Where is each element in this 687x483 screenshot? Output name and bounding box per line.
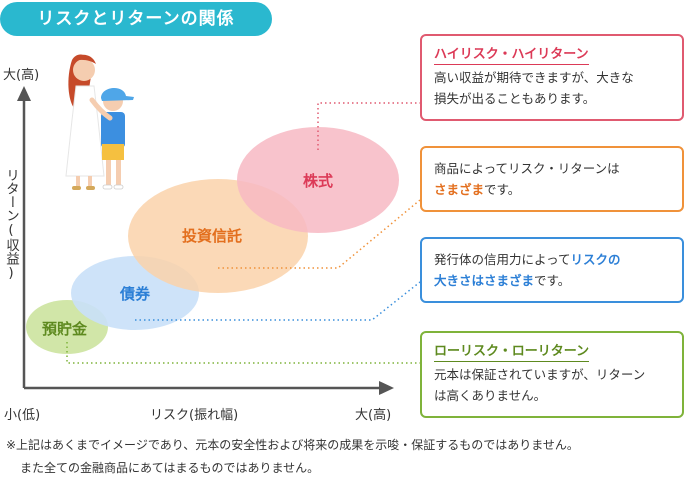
footnote-line-1: ※上記はあくまでイメージであり、元本の安全性および将来の成果を示唆・保証するもの… [6, 436, 579, 453]
x-axis-high-label: 大(高) [355, 404, 391, 423]
stocks-description-box: ハイリスク・ハイリターン 高い収益が期待できますが、大きな 損失が出ることもあり… [420, 34, 684, 121]
x-axis-arrow [379, 381, 394, 395]
bubble-label-deposits: 預貯金 [42, 318, 87, 339]
connector-deposits [67, 342, 420, 363]
family-illustration [66, 55, 134, 190]
stocks-line-1: 高い収益が期待できますが、大きな [434, 67, 670, 88]
funds-highlight: さまざま [434, 182, 484, 197]
x-axis-label: リスク(振れ幅) [150, 404, 238, 423]
y-axis-arrow [17, 86, 31, 101]
bonds-suffix: です。 [534, 273, 570, 288]
funds-description-box: 商品によってリスク・リターンは さまざまです。 [420, 146, 684, 212]
x-axis-low-label: 小(低) [4, 404, 40, 423]
footnote-line-2: また全ての金融商品にあてはまるものではありません。 [20, 459, 319, 476]
bubble-label-funds: 投資信託 [182, 225, 242, 246]
deposits-line-2: は高くありません。 [434, 385, 670, 406]
deposits-heading: ローリスク・ローリターン [434, 343, 589, 362]
bonds-description-box: 発行体の信用力によってリスクの 大きさはさまざまです。 [420, 237, 684, 303]
stocks-heading: ハイリスク・ハイリターン [434, 46, 589, 65]
bonds-highlight-1: リスクの [571, 252, 621, 267]
y-axis-high-label: 大(高) [3, 64, 39, 83]
bubble-label-bonds: 債券 [120, 283, 150, 304]
funds-suffix: です。 [484, 182, 520, 197]
stocks-line-2: 損失が出ることもあります。 [434, 88, 670, 109]
funds-line-1: 商品によってリスク・リターンは [434, 158, 670, 179]
bonds-highlight-2: 大きさはさまざま [434, 273, 534, 288]
deposits-line-1: 元本は保証されていますが、リターン [434, 364, 670, 385]
deposits-description-box: ローリスク・ローリターン 元本は保証されていますが、リターン は高くありません。 [420, 331, 684, 418]
bonds-prefix: 発行体の信用力によって [434, 252, 571, 267]
y-axis-label: リターン(収益) [2, 168, 18, 281]
bubble-label-stocks: 株式 [303, 170, 333, 191]
